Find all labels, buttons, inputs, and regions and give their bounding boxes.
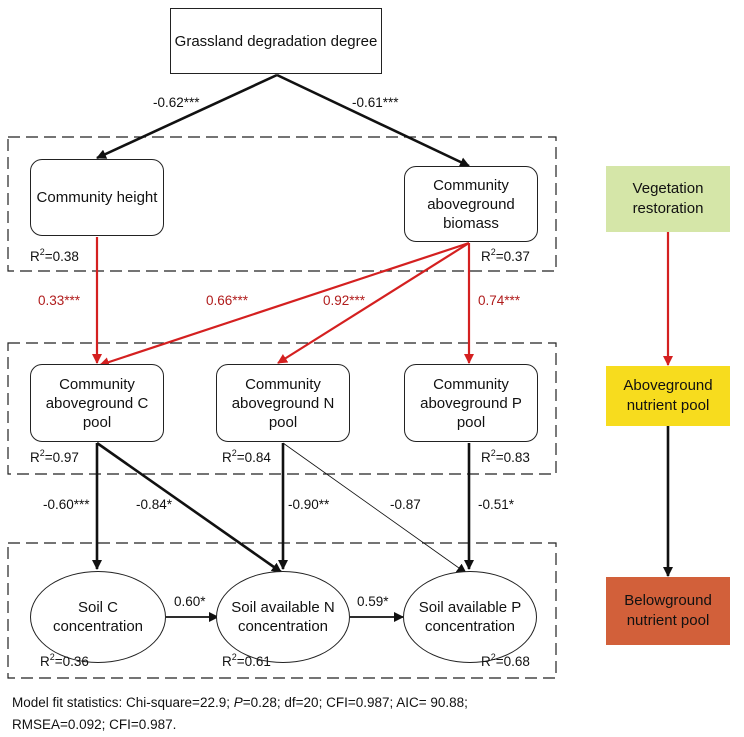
coef-degradation-biomass: -0.61*** [352,95,399,110]
legend-vegetation-restoration: Vegetation restoration [606,166,730,232]
path-npool-soilp [282,442,467,574]
node-soil-n: Soil available N concentration [216,571,350,663]
path-cpool-soiln [96,441,282,574]
node-soil-c: Soil C concentration [30,571,166,663]
coef-soiln-soilp: 0.59* [357,594,389,609]
coef-cpool-soilc: -0.60*** [43,497,90,512]
path-biomass-cpool [99,241,470,367]
aboveground-group-frame [7,342,557,475]
model-fit-statistics: Model fit statistics: Chi-square=22.9; P… [12,692,732,736]
node-n-pool: Community aboveground N pool [216,364,350,442]
r2-soil-n: R2=0.61 [222,652,271,669]
path-degradation-biomass [276,73,470,168]
coef-height-cpool: 0.33*** [38,293,81,308]
r2-n-pool: R2=0.84 [222,448,271,465]
r2-soil-p: R2=0.68 [481,652,530,669]
fit-line-1: Model fit statistics: Chi-square=22.9; P… [12,695,468,710]
node-soil-p: Soil available P concentration [403,571,537,663]
node-p-pool: Community aboveground P pool [404,364,538,442]
r2-height: R2=0.38 [30,247,79,264]
fit-line-2: RMSEA=0.092; CFI=0.987. [12,717,177,732]
path-degradation-height [96,73,278,160]
coef-cpool-soiln: -0.84* [136,497,173,512]
node-c-pool: Community aboveground C pool [30,364,164,442]
vegetation-group-frame [7,136,557,272]
legend-aboveground-nutrient-pool: Aboveground nutrient pool [606,366,730,426]
coef-npool-soilp: -0.87 [390,497,421,512]
r2-soil-c: R2=0.36 [40,652,89,669]
r2-p-pool: R2=0.83 [481,448,530,465]
coef-soilc-soiln: 0.60* [174,594,206,609]
r2-c-pool: R2=0.97 [30,448,79,465]
path-biomass-npool [277,242,470,364]
node-community-height: Community height [30,159,164,236]
coef-biomass-npool: 0.92*** [323,293,366,308]
coef-degradation-height: -0.62*** [153,95,200,110]
coef-biomass-ppool: 0.74*** [478,293,521,308]
node-community-biomass: Community aboveground biomass [404,166,538,242]
node-grassland-degradation: Grassland degradation degree [170,8,382,74]
coef-ppool-soilp: -0.51* [478,497,515,512]
coef-biomass-cpool: 0.66*** [206,293,249,308]
legend-belowground-nutrient-pool: Belowground nutrient pool [606,577,730,645]
coef-npool-soiln: -0.90** [288,497,330,512]
r2-biomass: R2=0.37 [481,247,530,264]
